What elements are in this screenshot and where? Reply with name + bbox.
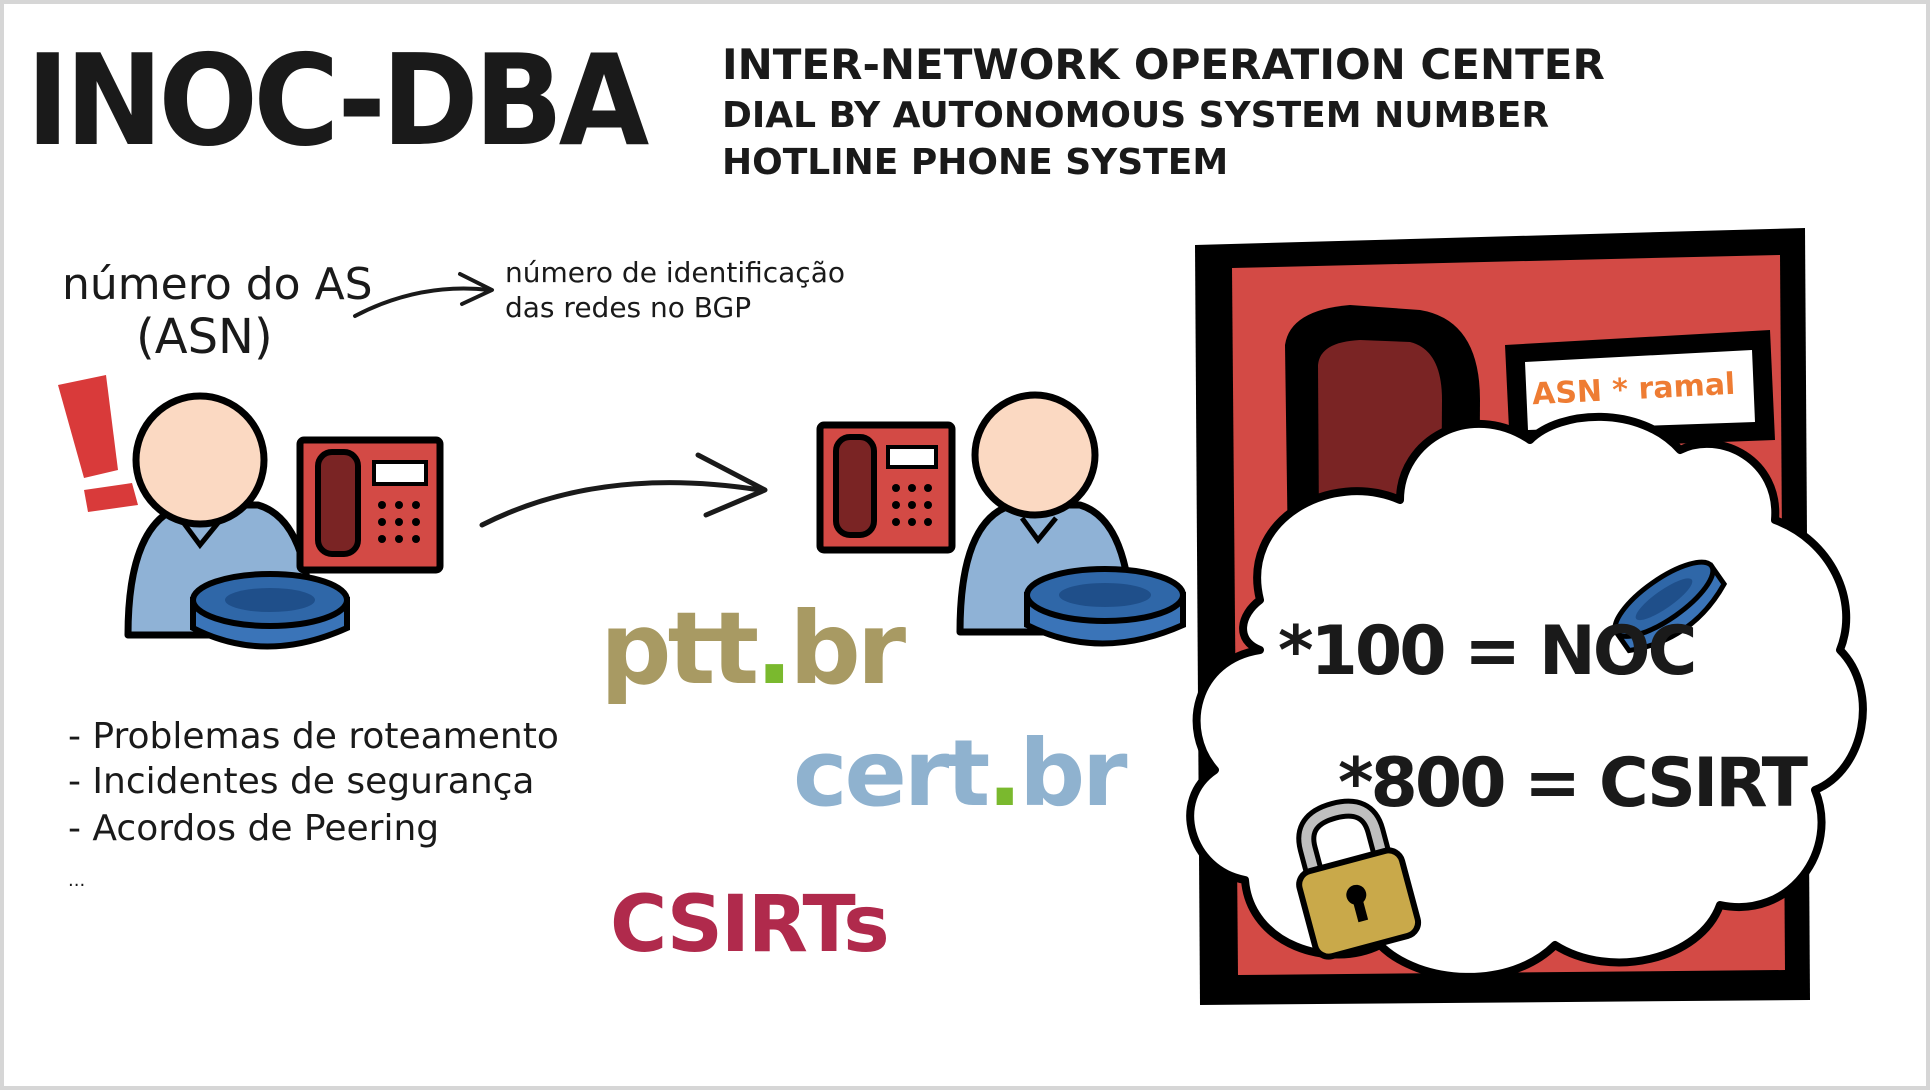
alert-exclamation-icon	[58, 375, 138, 512]
right-phone-icon	[816, 421, 956, 554]
cert-logo-main: cert	[793, 720, 990, 827]
cert-logo-dot: .	[987, 720, 1022, 827]
bullet-item: - Acordos de Peering	[68, 808, 440, 849]
lock-icon	[1296, 798, 1422, 960]
bullet-ellipsis: ...	[68, 870, 86, 891]
cloud-router-icon	[1612, 559, 1728, 654]
subtitle-line-2: DIAL BY AUTONOMOUS SYSTEM NUMBER	[722, 95, 1550, 136]
call-arrow-head	[695, 452, 768, 518]
bullet-item: - Incidentes de segurança	[68, 761, 535, 802]
csirt-code: *800 = CSIRT	[1338, 744, 1808, 823]
ptt-logo-main: ptt	[600, 590, 759, 707]
page-title: INOC-DBA	[26, 27, 649, 174]
left-phone-icon	[296, 436, 444, 574]
csirts-label: CSIRTs	[610, 880, 890, 970]
asn-note-arrow	[353, 286, 492, 318]
ptt-br-logo: ptt.br	[600, 590, 906, 707]
cert-logo-suffix: br	[1019, 720, 1127, 827]
subtitle-line-1: INTER-NETWORK OPERATION CENTER	[722, 40, 1605, 89]
cert-br-logo: cert.br	[793, 720, 1127, 827]
bullet-item: - Problemas de roteamento	[68, 716, 559, 757]
noc-code: *100 = NOC	[1278, 612, 1697, 691]
right-router-icon	[1024, 566, 1186, 647]
asn-note-arrow-head	[458, 272, 494, 306]
call-arrow	[479, 480, 763, 528]
left-router-icon	[190, 571, 350, 650]
asn-abbrev: (ASN)	[136, 309, 273, 365]
asn-note-line-1: número de identificação	[505, 256, 845, 289]
ptt-logo-suffix: br	[789, 590, 906, 707]
dial-codes-cloud	[1186, 412, 1867, 981]
ptt-logo-dot: .	[755, 590, 793, 707]
asn-label: número do AS	[62, 259, 373, 310]
subtitle-line-3: HOTLINE PHONE SYSTEM	[722, 142, 1229, 183]
asn-note-line-2: das redes no BGP	[505, 291, 752, 324]
